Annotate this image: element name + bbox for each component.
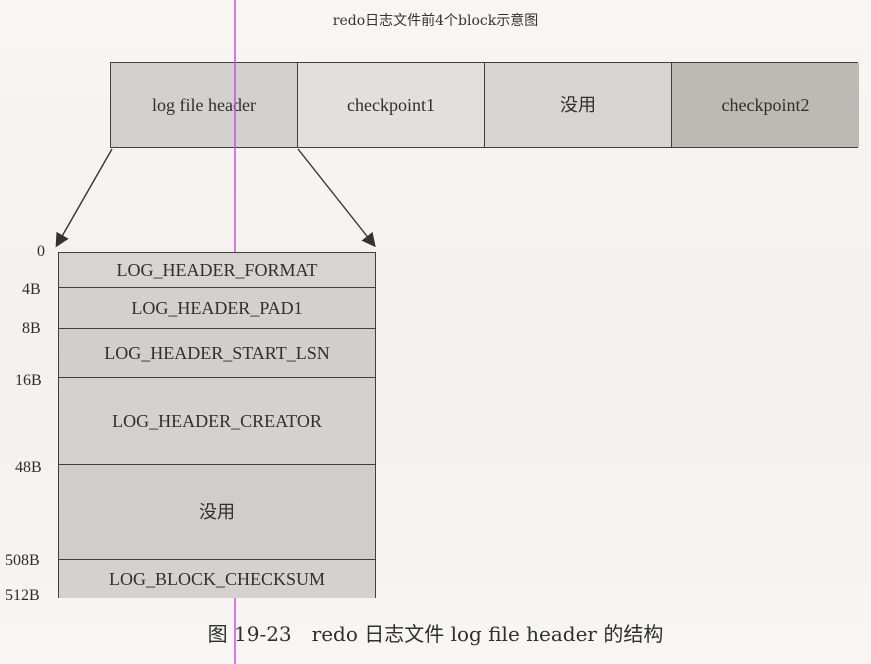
log-file-header-stack: LOG_HEADER_FORMAT LOG_HEADER_PAD1 LOG_HE…: [58, 252, 376, 598]
offset-label-4b: 4B: [22, 281, 41, 298]
diagram-title: redo日志文件前4个block示意图: [332, 13, 539, 29]
top-block-checkpoint1: checkpoint1: [298, 63, 485, 147]
header-field-log-header-format: LOG_HEADER_FORMAT: [59, 253, 375, 288]
offset-label-48b: 48B: [15, 459, 42, 476]
offset-label-0: 0: [37, 243, 45, 260]
offset-label-508b: 508B: [5, 552, 40, 569]
figure-caption: 图 19-23 redo 日志文件 log file header 的结构: [207, 622, 664, 646]
header-field-log-block-checksum: LOG_BLOCK_CHECKSUM: [59, 560, 375, 598]
header-field-log-header-creator: LOG_HEADER_CREATOR: [59, 378, 375, 465]
top-block-row: log file header checkpoint1 没用 checkpoin…: [110, 62, 859, 148]
offset-label-16b: 16B: [15, 372, 42, 389]
offset-label-8b: 8B: [22, 320, 41, 337]
header-field-log-header-pad1: LOG_HEADER_PAD1: [59, 288, 375, 329]
header-field-log-header-start-lsn: LOG_HEADER_START_LSN: [59, 329, 375, 378]
top-block-unused: 没用: [485, 63, 672, 147]
right-expansion-arrow: [297, 148, 376, 248]
header-field-unused: 没用: [59, 465, 375, 560]
top-block-log-file-header: log file header: [111, 63, 298, 147]
top-block-checkpoint2: checkpoint2: [672, 63, 859, 147]
offset-label-512b: 512B: [5, 587, 40, 604]
left-expansion-arrow: [55, 148, 113, 248]
